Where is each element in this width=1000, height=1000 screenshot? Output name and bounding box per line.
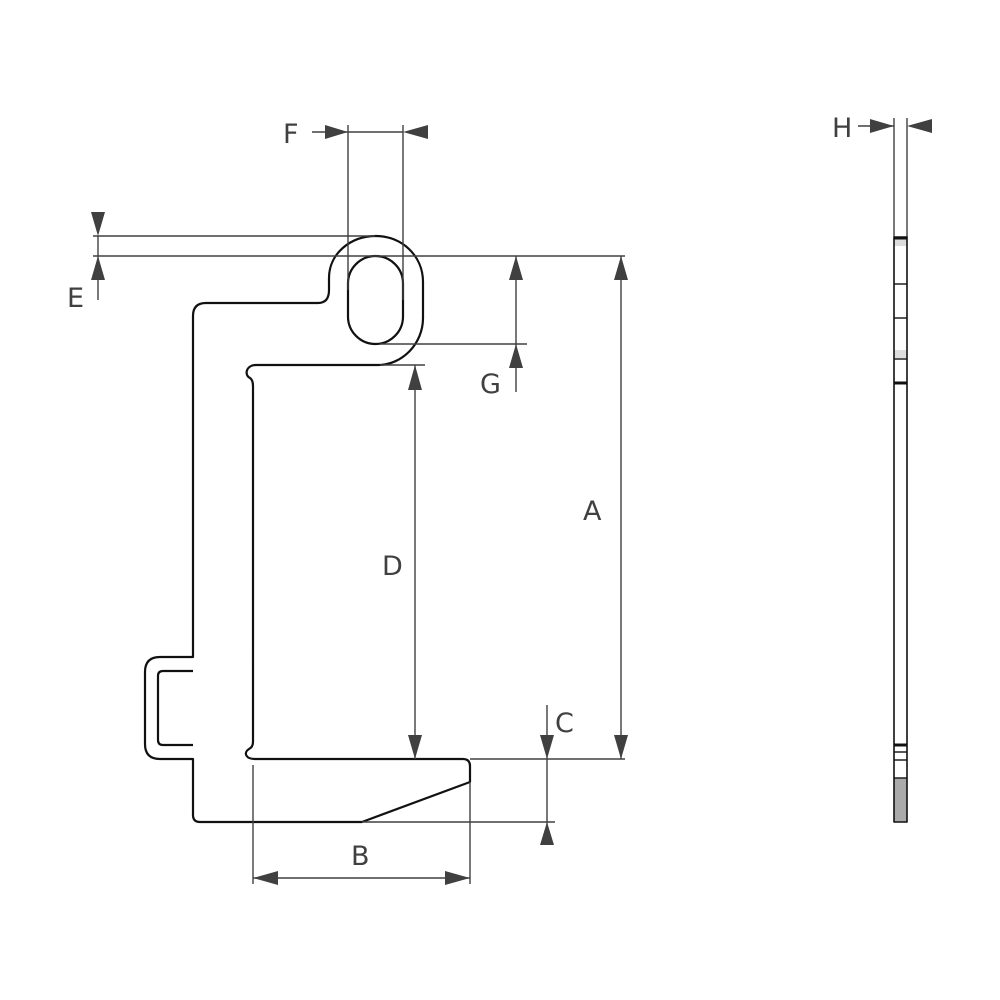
label-e: E <box>67 283 84 314</box>
label-c: C <box>555 708 574 739</box>
label-d: D <box>382 551 403 582</box>
tab-slot <box>156 669 193 747</box>
dimension-f: F <box>283 119 428 300</box>
label-b: B <box>351 841 370 872</box>
label-g: G <box>480 369 501 400</box>
dimension-b: B <box>252 765 471 885</box>
label-a: A <box>583 496 602 527</box>
front-view <box>143 234 472 824</box>
dimension-g: G <box>380 256 527 400</box>
side-view: H <box>832 113 932 823</box>
dimension-d: D <box>380 364 425 759</box>
label-h: H <box>832 113 852 144</box>
hook-slot <box>346 254 405 346</box>
label-f: F <box>283 119 299 150</box>
part-outline <box>143 234 472 824</box>
dimension-e: E <box>67 212 625 314</box>
dimension-a: A <box>470 256 628 760</box>
dimension-c: C <box>362 705 574 845</box>
